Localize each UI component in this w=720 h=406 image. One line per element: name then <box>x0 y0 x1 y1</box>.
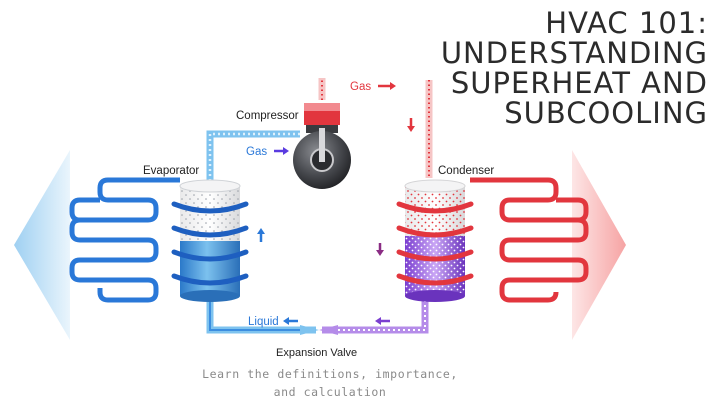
condenser-label: Condenser <box>438 165 494 177</box>
gas-top-label: Gas <box>350 81 371 93</box>
gas-left-label: Gas <box>246 146 267 158</box>
liquid-label: Liquid <box>248 316 279 328</box>
title-line-4: SUBCOOLING <box>504 96 708 130</box>
hot-air-fan <box>572 150 626 340</box>
expansion-valve <box>300 325 319 335</box>
condenser-fin-coil <box>470 177 589 303</box>
evaporator-fin-coil <box>69 177 180 303</box>
title-line-1: HVAC 101: <box>545 6 708 40</box>
condenser-cylinder <box>396 179 474 302</box>
caption-line-1: Learn the definitions, importance, <box>202 367 458 381</box>
caption-line-2: and calculation <box>273 385 387 399</box>
compressor-unit <box>293 103 351 189</box>
compressor-label: Compressor <box>236 110 299 122</box>
title-line-2: UNDERSTANDING <box>440 36 708 70</box>
evaporator-label: Evaporator <box>143 165 199 177</box>
flow-arrows <box>257 82 415 325</box>
cold-air-fan <box>14 150 70 340</box>
expansion-valve-label: Expansion Valve <box>276 347 357 359</box>
title-line-3: SUPERHEAT AND <box>450 66 708 100</box>
suction-line <box>206 130 300 186</box>
evaporator-cylinder <box>171 179 249 302</box>
